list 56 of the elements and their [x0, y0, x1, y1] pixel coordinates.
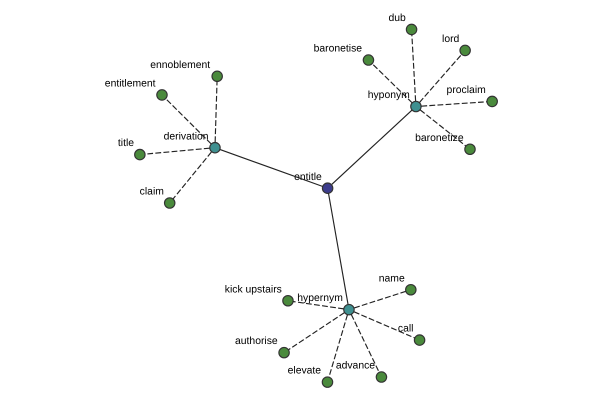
- node-circle: [208, 142, 220, 154]
- connector: [328, 314, 348, 378]
- node-label: hyponym: [367, 90, 410, 102]
- node-label: call: [397, 324, 413, 335]
- node-circle: [321, 182, 333, 194]
- node-circle: [362, 54, 374, 66]
- connector: [350, 314, 380, 372]
- node-circle: [413, 334, 425, 346]
- connector: [164, 98, 212, 144]
- connector: [419, 109, 466, 146]
- node-label: authorise: [234, 336, 278, 348]
- node-label: kick upstairs: [224, 284, 282, 296]
- connector: [327, 193, 348, 304]
- node-circle: [458, 44, 470, 56]
- node-label: advance: [335, 360, 375, 372]
- connector: [172, 152, 212, 200]
- connector: [288, 312, 344, 350]
- node-label: lord: [442, 34, 459, 45]
- node-label: baronetise: [313, 44, 362, 55]
- node-label: ennoblement: [150, 60, 210, 71]
- node-circle: [405, 24, 417, 36]
- node-circle: [156, 89, 168, 101]
- node-label: name: [378, 273, 404, 284]
- node-circle: [410, 100, 422, 112]
- connector: [292, 300, 344, 310]
- connector: [372, 64, 412, 104]
- node-circle: [282, 295, 294, 307]
- node-label: proclaim: [446, 85, 486, 96]
- connector: [354, 290, 406, 308]
- node-label: entitlement: [104, 78, 156, 90]
- node-circle: [163, 197, 175, 209]
- node-label: claim: [139, 186, 164, 198]
- connector: [330, 110, 412, 185]
- node-circle: [486, 96, 498, 108]
- connector: [410, 34, 416, 101]
- node-circle: [464, 143, 476, 156]
- node-circle: [375, 371, 387, 383]
- node-circle: [278, 346, 290, 358]
- node-circle: [321, 376, 333, 388]
- node-label: hypernym: [296, 293, 342, 304]
- node-label: dub: [388, 13, 406, 24]
- connector: [219, 149, 322, 187]
- node-label: title: [117, 138, 134, 150]
- node-circle: [134, 148, 146, 160]
- node-circle: [404, 284, 416, 296]
- node-label: entitle: [294, 172, 322, 183]
- node-label: baronetize: [414, 132, 464, 144]
- node-label: derivation: [163, 131, 208, 142]
- node-circle: [210, 70, 222, 82]
- connector: [144, 148, 210, 155]
- node-label: elevate: [287, 366, 321, 377]
- connector: [418, 54, 462, 103]
- connector: [353, 311, 414, 338]
- node-circle: [342, 304, 354, 316]
- connector: [420, 101, 486, 107]
- connector: [214, 82, 218, 142]
